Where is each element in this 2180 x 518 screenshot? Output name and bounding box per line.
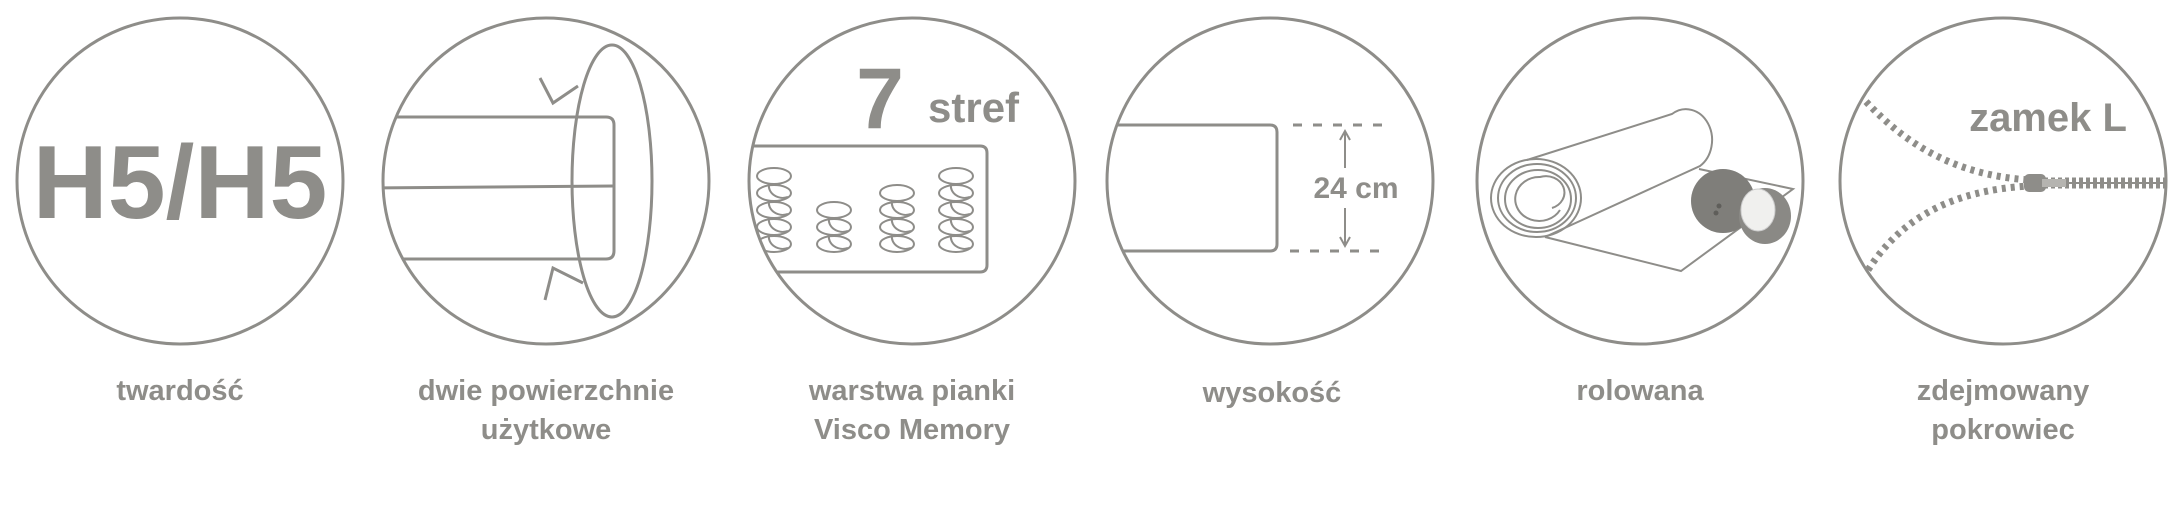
label-line: pokrowiec	[1931, 414, 2075, 446]
spring-link	[827, 217, 849, 233]
two-sided-mattress-icon	[381, 16, 711, 346]
feature-label-rolled: rolowana	[1470, 372, 1810, 411]
spring-link	[890, 234, 912, 250]
spring-link	[949, 217, 971, 233]
feature-label-firmness: twardość	[10, 372, 350, 411]
feature-label-height: wysokość	[1102, 374, 1442, 413]
spring-coil	[879, 184, 915, 202]
spring-coil	[756, 184, 792, 202]
zipper-icon: zamek L	[1838, 16, 2168, 346]
spring-link	[949, 183, 971, 199]
spring-coil	[879, 235, 915, 253]
spring-coil	[879, 218, 915, 236]
spring-coil	[938, 235, 974, 253]
label-line: twardość	[116, 375, 244, 407]
feature-label-two-sides: dwie powierzchnie użytkowe	[376, 372, 716, 450]
spring-coil	[756, 218, 792, 236]
label-line: wysokość	[1202, 377, 1342, 409]
spring-link	[890, 217, 912, 233]
zones-word: stref	[928, 84, 1020, 131]
spring-coil	[938, 167, 974, 185]
firmness-value: H5/H5	[33, 125, 328, 241]
label-line: warstwa pianki	[808, 375, 1016, 407]
zipper-slider	[2024, 174, 2046, 192]
spring-coil	[816, 201, 852, 219]
label-line: użytkowe	[480, 414, 612, 446]
spring-coil	[938, 201, 974, 219]
label-line: Visco Memory	[813, 414, 1011, 446]
rolled-mattress-coconut-icon	[1475, 16, 1805, 346]
seven-zones-icon: 7 stref	[747, 16, 1077, 346]
spring-link	[767, 217, 789, 233]
spring-link	[767, 234, 789, 250]
spring-coil	[816, 235, 852, 253]
spring-coil	[756, 201, 792, 219]
spring-link	[767, 183, 789, 199]
label-line: zdejmowany	[1916, 375, 2090, 407]
firmness-icon: H5/H5	[15, 16, 345, 346]
height-value: 24 cm	[1313, 172, 1398, 205]
spring-coil	[938, 184, 974, 202]
spring-link	[767, 200, 789, 216]
spring-coil	[756, 167, 792, 185]
label-line: dwie powierzchnie	[417, 375, 675, 407]
spring-link	[890, 200, 912, 216]
zipper-type: zamek L	[1969, 96, 2127, 140]
spring-coil	[938, 218, 974, 236]
label-line: rolowana	[1576, 375, 1704, 407]
zones-number: 7	[856, 51, 904, 147]
height-icon: 24 cm	[1105, 16, 1435, 346]
feature-label-cover: zdejmowany pokrowiec	[1833, 372, 2173, 450]
spring-link	[827, 234, 849, 250]
spring-coil	[816, 218, 852, 236]
spring-coil	[879, 201, 915, 219]
feature-label-visco: warstwa pianki Visco Memory	[742, 372, 1082, 450]
coconut-icon	[1691, 169, 1755, 233]
spring-link	[949, 234, 971, 250]
spring-link	[949, 200, 971, 216]
